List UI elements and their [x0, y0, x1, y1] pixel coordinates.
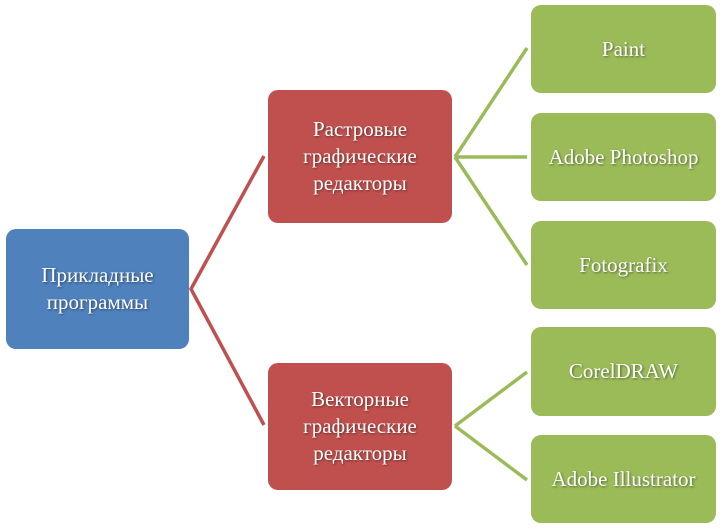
connector-raster-fotografix	[453, 156, 529, 266]
category-raster-editors: Растровые графические редакторы	[268, 90, 452, 223]
leaf-adobe-illustrator: Adobe Illustrator	[531, 435, 716, 523]
connector-root-raster	[189, 155, 266, 426]
leaf-fotografix: Fotografix	[531, 221, 716, 309]
connector-raster-paint	[453, 47, 529, 158]
leaf-paint: Paint	[531, 5, 716, 93]
leaf-adobe-photoshop: Adobe Photoshop	[531, 113, 716, 201]
root-node: Прикладные программы	[6, 229, 189, 349]
connector-vector-illustrator	[453, 424, 529, 482]
leaf-coreldraw: CorelDRAW	[531, 327, 716, 416]
category-vector-editors: Векторные графические редакторы	[268, 363, 452, 490]
connector-vector-coreldraw	[453, 370, 529, 428]
